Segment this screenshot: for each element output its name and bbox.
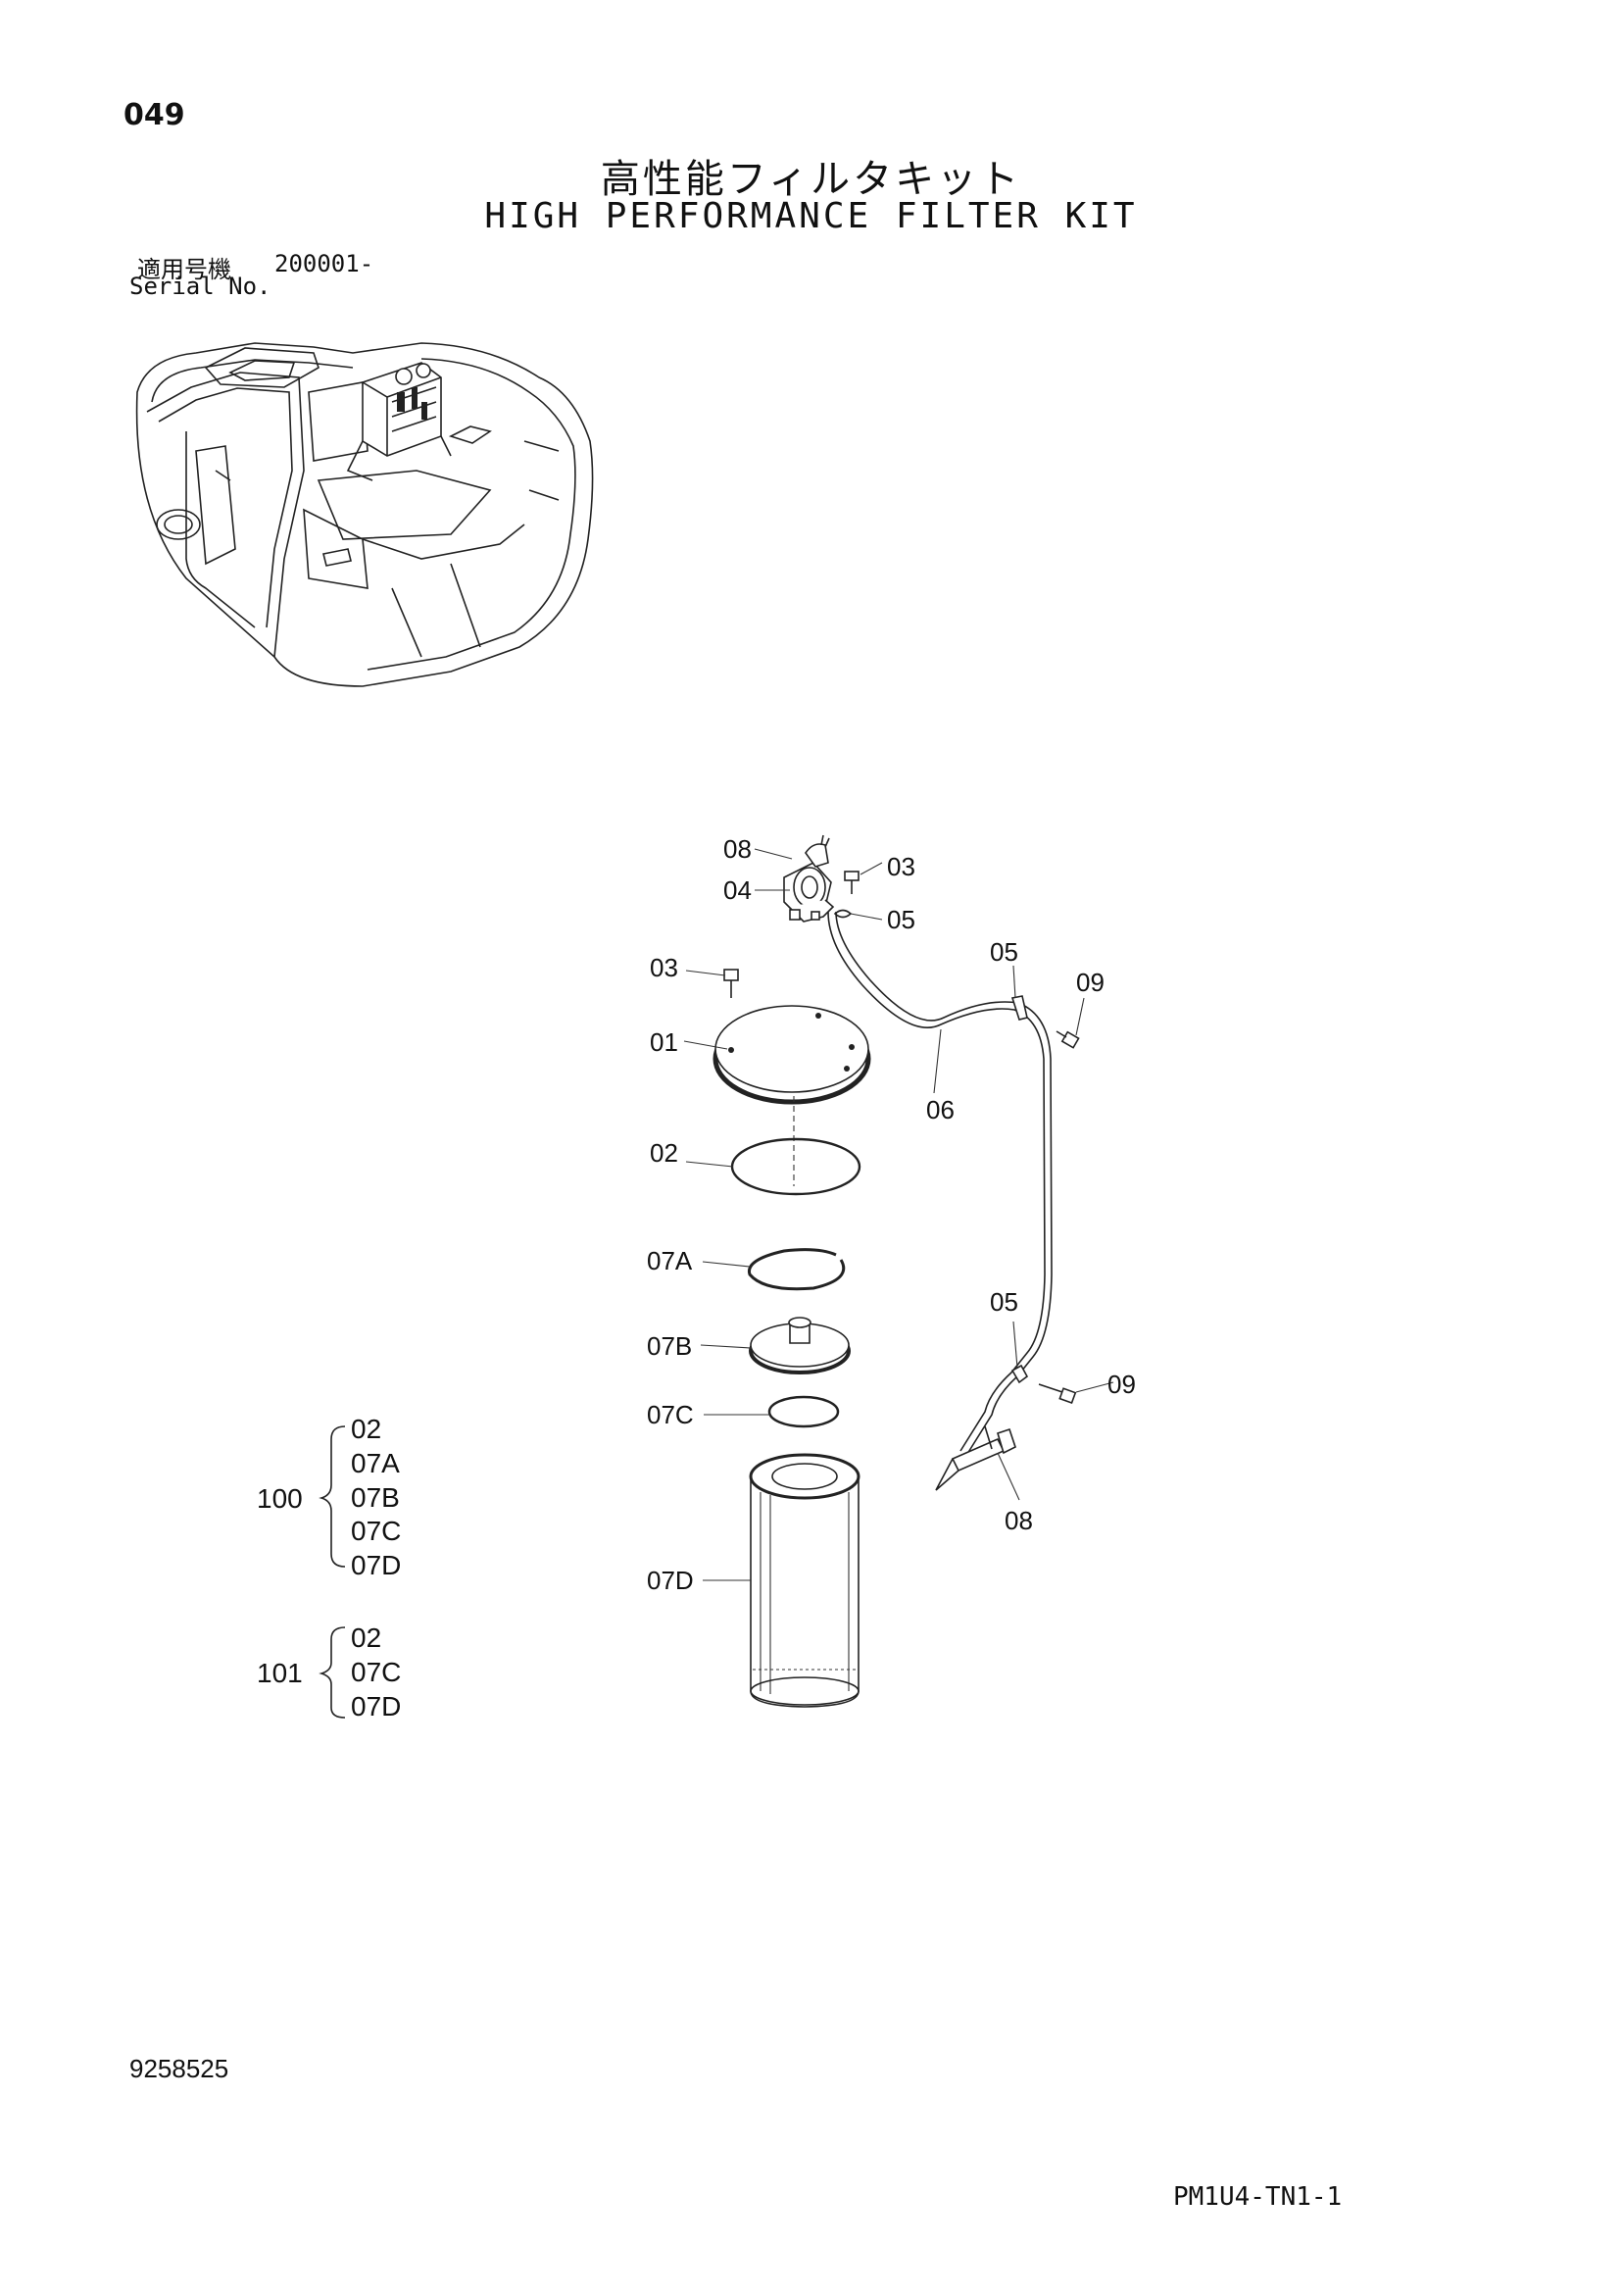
hose-fitting-icon [935, 1425, 1016, 1491]
kit-100-part: 07C [351, 1516, 401, 1546]
clip-icon [1010, 1364, 1029, 1384]
kit-100-part: 07D [351, 1550, 401, 1580]
bolt-icon [1038, 1383, 1077, 1405]
callout-05: 05 [887, 905, 915, 934]
page-number: 049 [123, 98, 185, 132]
callout-07b: 07B [647, 1331, 692, 1361]
bolt-icon [1056, 1030, 1080, 1049]
kit-101-part: 07D [351, 1691, 401, 1722]
filter-unit-location-icon [346, 362, 452, 481]
filter-cover-icon [713, 1005, 871, 1105]
kit-100-part: 07A [351, 1448, 400, 1478]
callout-01: 01 [650, 1027, 678, 1057]
kit-101-part: 02 [351, 1622, 381, 1653]
machine-location-illustration [135, 342, 594, 687]
callout-09: 09 [1107, 1370, 1136, 1399]
callout-08: 08 [723, 834, 752, 864]
exploded-parts-diagram: 08 04 03 05 03 01 05 09 06 02 07A 05 07B… [647, 834, 1136, 1708]
bolt-icon [723, 969, 739, 998]
valve-assembly-icon [783, 834, 835, 923]
kit-101-number: 101 [257, 1658, 303, 1688]
bolt-icon [844, 871, 860, 894]
callout-03: 03 [650, 953, 678, 982]
seal-ring-icon [767, 1395, 840, 1428]
kit-100-number: 100 [257, 1483, 303, 1514]
clip-icon [833, 909, 853, 919]
callout-04: 04 [723, 875, 752, 905]
callout-05: 05 [990, 937, 1018, 967]
page-title-english: HIGH PERFORMANCE FILTER KIT [484, 196, 1138, 236]
callout-03: 03 [887, 852, 915, 881]
callout-09: 09 [1076, 968, 1105, 997]
kit-101-part: 07C [351, 1657, 401, 1687]
callout-02: 02 [650, 1138, 678, 1168]
callout-07d: 07D [647, 1566, 694, 1595]
kit-101-brace [319, 1626, 346, 1719]
serial-label-english: Serial No. [129, 273, 271, 300]
callout-07c: 07C [647, 1400, 694, 1429]
serial-number-value: 200001- [274, 250, 374, 277]
kit-legend: 100 02 07A 07B 07C 07D 101 02 07C 07D [257, 1414, 401, 1722]
end-plate-icon [749, 1317, 851, 1374]
kit-100-brace [319, 1425, 346, 1568]
callout-05: 05 [990, 1287, 1018, 1317]
drawing-number: 9258525 [129, 2054, 229, 2083]
filter-element-icon [749, 1453, 860, 1708]
o-ring-icon [730, 1137, 861, 1196]
callout-07a: 07A [647, 1246, 693, 1275]
kit-100-part: 07B [351, 1482, 400, 1513]
callout-06: 06 [926, 1095, 955, 1124]
sheet-code: PM1U4-TN1-1 [1173, 2182, 1343, 2212]
serial-label-japanese: 適用号機 [137, 256, 231, 283]
page-title-japanese: 高性能フィルタキット [600, 157, 1022, 202]
snap-ring-icon [747, 1248, 846, 1291]
kit-100-part: 02 [351, 1414, 381, 1444]
callout-08: 08 [1005, 1506, 1033, 1535]
clip-icon [1010, 995, 1028, 1021]
